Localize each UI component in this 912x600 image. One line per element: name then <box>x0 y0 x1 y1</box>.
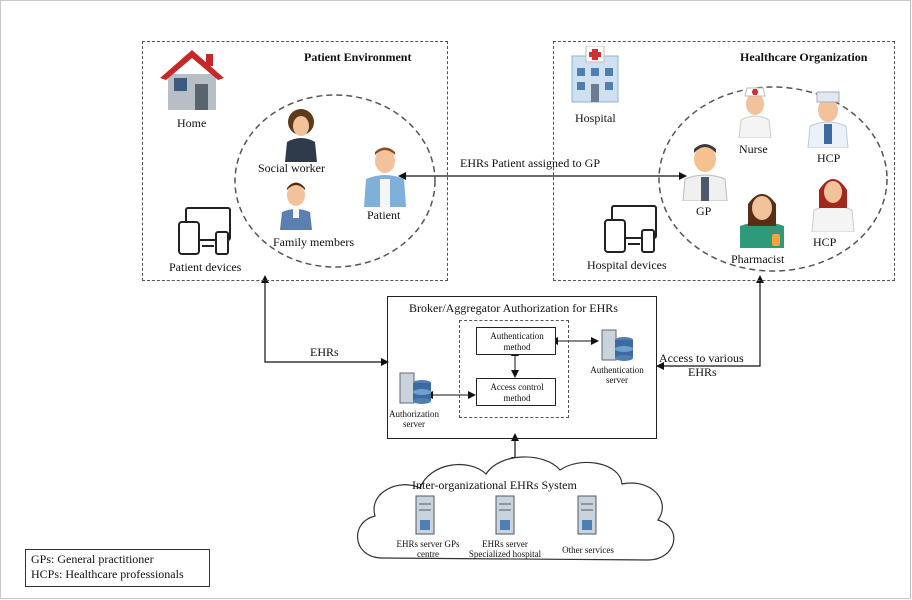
gp-label: GP <box>696 204 712 218</box>
ehrs-right-arrow <box>656 275 764 370</box>
authentication-method-line1: Authentication <box>490 331 544 341</box>
cloud-title: Inter-organizational EHRs System <box>412 478 577 492</box>
healthcare-organization-title: Healthcare Organization <box>740 50 868 64</box>
authentication-server-icon <box>601 329 633 361</box>
ehrs-server-hospital-line1: EHRs server <box>482 539 528 549</box>
gp-icon <box>682 144 728 201</box>
patient-environment-title: Patient Environment <box>304 50 412 64</box>
access-various-label-line1: Access to various <box>659 351 744 365</box>
hcp-icon <box>807 91 849 148</box>
authentication-server-line2: server <box>606 375 628 385</box>
patient-devices-label: Patient devices <box>169 260 242 274</box>
patient-label: Patient <box>367 208 401 222</box>
hospital-label: Hospital <box>575 111 616 125</box>
access-control-method-line1: Access control <box>490 382 544 392</box>
authentication-method-line2: method <box>503 342 531 352</box>
hcp-label-2: HCP <box>813 235 837 249</box>
access-control-method-line2: method <box>503 393 531 403</box>
nurse-label: Nurse <box>739 142 768 156</box>
pharmacist-label: Pharmacist <box>731 252 785 266</box>
access-various-label-line2: EHRs <box>688 365 717 379</box>
family-members-label: Family members <box>273 235 354 249</box>
hcp-female-icon <box>811 179 855 232</box>
hcp-label-1: HCP <box>817 151 841 165</box>
family-members-icon <box>280 182 312 230</box>
other-services-label: Other services <box>562 545 614 555</box>
ehrs-server-gps-line2: centre <box>417 549 439 559</box>
ehrs-server-hospital-icon <box>495 495 515 535</box>
broker-box <box>387 296 657 439</box>
authorization-server-line1: Authorization <box>389 409 439 419</box>
abbreviation-legend: GPs: General practitioner HCPs: Healthca… <box>25 549 210 587</box>
patient-environment-panel <box>142 41 448 281</box>
healthcare-circle <box>658 86 888 272</box>
authentication-method-box: Authentication method <box>476 327 556 355</box>
patient-icon <box>364 147 406 207</box>
ehrs-server-hospital-line2: Specialized hospital <box>468 549 542 559</box>
social-worker-icon <box>285 109 317 162</box>
access-control-method-box: Access control method <box>476 378 556 406</box>
home-label: Home <box>177 116 207 130</box>
ehrs-server-gps-line1: EHRs server GPs <box>396 539 460 549</box>
authentication-server-line1: Authentication <box>590 365 644 375</box>
other-services-server-icon <box>577 495 597 535</box>
patient-gp-label: EHRs Patient assigned to GP <box>460 156 600 170</box>
nurse-icon <box>738 87 772 138</box>
hospital-devices-label: Hospital devices <box>587 258 667 272</box>
legend-gps: GPs: General practitioner <box>31 552 154 566</box>
legend-hcps: HCPs: Healthcare professionals <box>31 567 184 581</box>
social-worker-label: Social worker <box>258 161 325 175</box>
ehrs-left-label: EHRs <box>310 345 339 359</box>
ehrs-left-arrow <box>261 275 389 366</box>
hospital-devices-icon <box>604 205 657 253</box>
patient-circle <box>234 94 436 268</box>
patient-devices-icon <box>178 207 231 255</box>
broker-inner-dashed <box>459 320 569 418</box>
broker-title: Broker/Aggregator Authorization for EHRs <box>409 301 618 315</box>
hospital-icon <box>571 46 619 103</box>
ehrs-server-gps-icon <box>415 495 435 535</box>
authorization-server-line2: server <box>403 419 425 429</box>
home-icon <box>160 50 224 110</box>
pharmacist-icon <box>740 194 784 248</box>
healthcare-organization-panel <box>553 41 895 281</box>
authorization-server-icon <box>399 372 431 404</box>
